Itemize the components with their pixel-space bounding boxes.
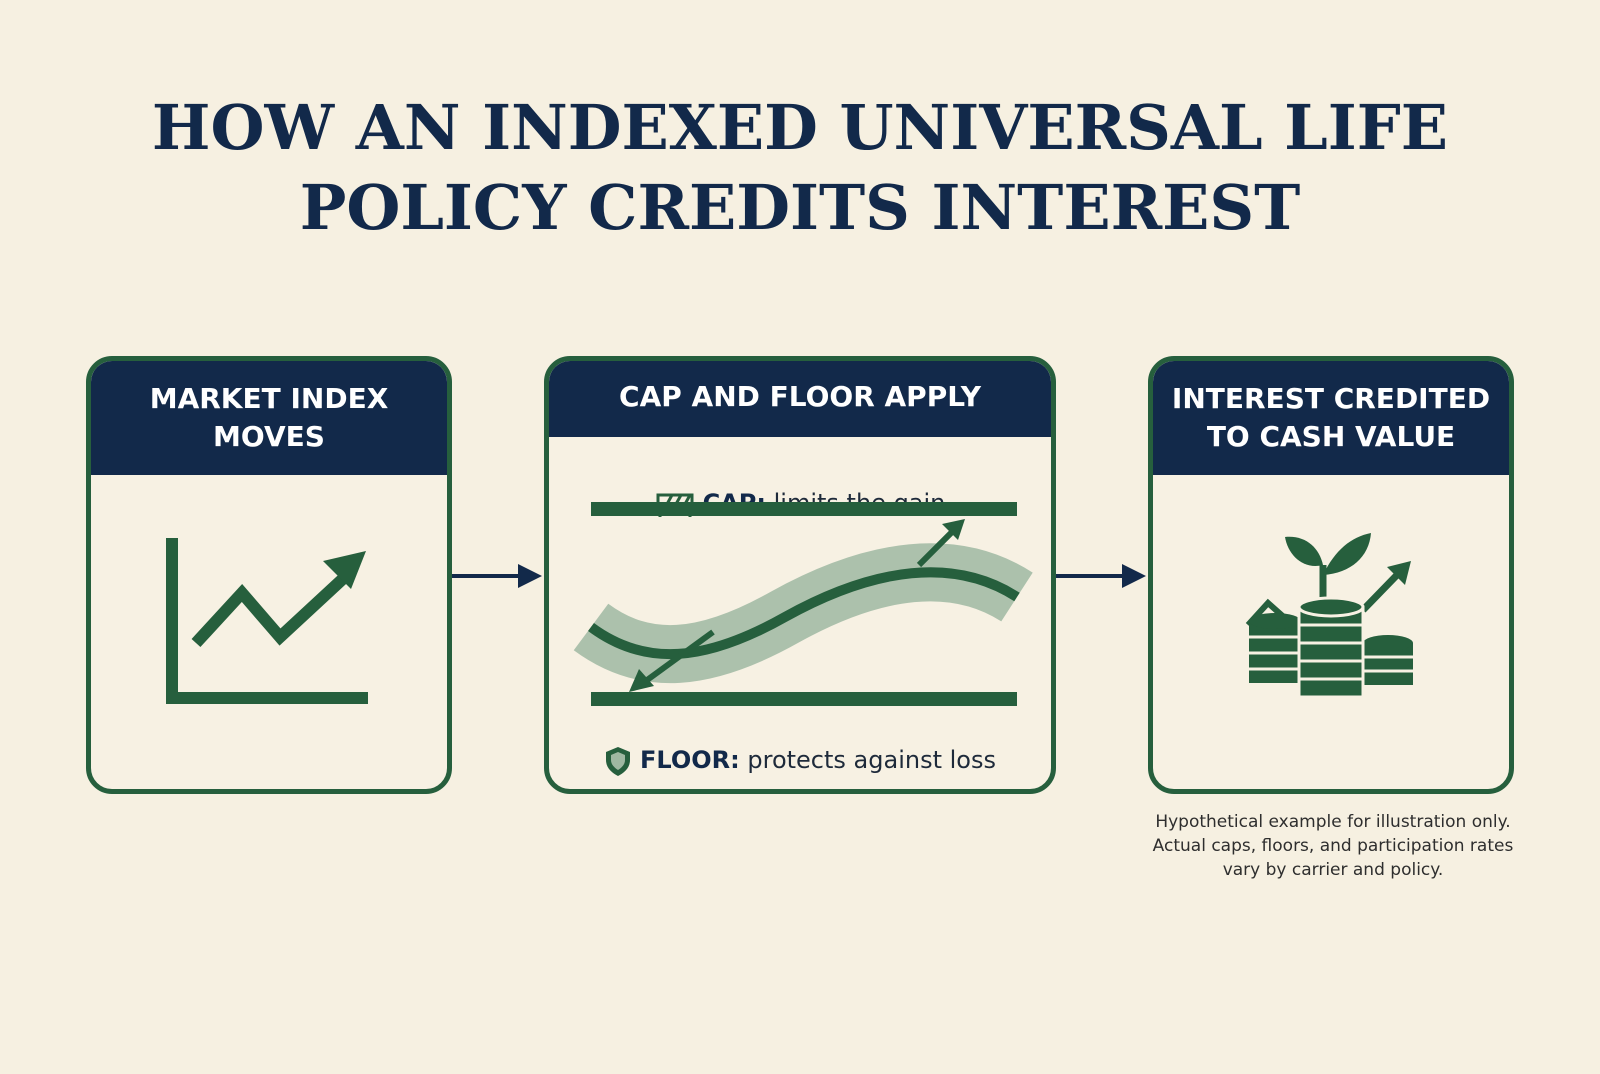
disclaimer-line-2: Actual caps, floors, and participation r… [1152, 836, 1514, 856]
step-title-line-1: INTEREST CREDITED [1171, 382, 1491, 415]
step-title-line-2: TO CASH VALUE [1206, 420, 1456, 453]
arrow-right-icon [1056, 564, 1146, 588]
cap-floor-panel: CAP: limits the gain FLOOR: protects aga… [555, 437, 1045, 783]
line-chart-up-icon [166, 538, 368, 704]
title-line-2: POLICY CREDITS INTEREST [299, 171, 1301, 244]
step-card-cap-floor: CAP AND FLOOR APPLY CAP: limits the gain [544, 356, 1056, 794]
step-header: INTEREST CREDITED TO CASH VALUE [1153, 361, 1509, 475]
step-header: MARKET INDEX MOVES [91, 361, 447, 475]
floor-label: FLOOR: protects against loss [555, 745, 1045, 777]
disclaimer-line-1: Hypothetical example for illustration on… [1155, 812, 1511, 832]
shield-icon [606, 747, 631, 776]
step-body [1153, 475, 1509, 789]
disclaimer-line-3: vary by carrier and policy. [1222, 860, 1444, 880]
step-card-market-index: MARKET INDEX MOVES [86, 356, 452, 794]
step-header: CAP AND FLOOR APPLY [549, 361, 1051, 437]
step-title-line-2: MOVES [213, 420, 325, 453]
coins-plant-growth-icon [1245, 533, 1413, 699]
title-line-1: HOW AN INDEXED UNIVERSAL LIFE [151, 91, 1449, 164]
step-body: CAP: limits the gain FLOOR: protects aga… [549, 437, 1051, 789]
step-title-line-1: CAP AND FLOOR APPLY [619, 380, 981, 413]
floor-description: protects against loss [747, 746, 996, 774]
arrow-right-icon [452, 564, 542, 588]
page-title: HOW AN INDEXED UNIVERSAL LIFE POLICY CRE… [0, 88, 1600, 248]
floor-keyword: FLOOR: [640, 746, 740, 774]
disclaimer-note: Hypothetical example for illustration on… [1148, 810, 1518, 882]
step-card-interest-credited: INTEREST CREDITED TO CASH VALUE [1148, 356, 1514, 794]
step-title-line-1: MARKET INDEX [149, 382, 389, 415]
cap-floor-band-icon [573, 502, 1033, 706]
step-body [91, 475, 447, 789]
